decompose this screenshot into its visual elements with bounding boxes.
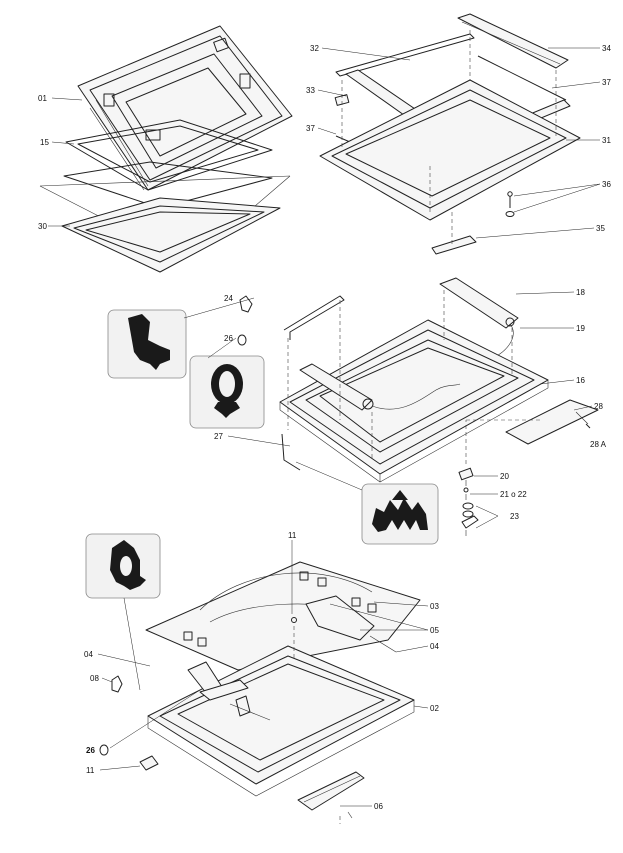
label-01: 01	[38, 94, 47, 103]
upper-right-assembly	[319, 13, 581, 255]
part-34-rail	[457, 13, 569, 69]
label-34: 34	[602, 44, 611, 53]
upper-left-assembly	[39, 25, 293, 273]
part-32-bar	[335, 33, 475, 77]
part-labels: 01 15 30 32 34 33 37 37 31 36 35 24 26 1…	[38, 44, 611, 811]
label-37-lower: 37	[306, 124, 315, 133]
label-15: 15	[40, 138, 49, 147]
seal-profile-box-lower	[85, 533, 161, 599]
part-27-gasket	[281, 295, 345, 471]
label-26-middle: 26	[224, 334, 233, 343]
label-16: 16	[576, 376, 585, 385]
label-32: 32	[310, 44, 319, 53]
label-23: 23	[510, 512, 519, 521]
seal-profile-box-24	[107, 309, 187, 379]
label-20: 20	[500, 472, 509, 481]
label-24: 24	[224, 294, 233, 303]
label-05: 05	[430, 626, 439, 635]
seal-profile-box-27	[361, 483, 439, 545]
label-19: 19	[576, 324, 585, 333]
label-11-bottom: 11	[86, 766, 95, 775]
label-26-lower: 26	[86, 746, 95, 755]
part-37-rod-top	[477, 55, 567, 101]
part-06-blind	[297, 771, 365, 819]
part-30-base-frame	[61, 197, 281, 273]
label-21-22: 21 o 22	[500, 490, 527, 499]
label-02: 02	[430, 704, 439, 713]
lower-assembly	[85, 533, 421, 824]
label-35: 35	[596, 224, 605, 233]
label-06: 06	[374, 802, 383, 811]
part-36-screws	[505, 191, 515, 217]
part-roller	[299, 363, 461, 411]
label-03: 03	[430, 602, 439, 611]
label-11-top: 11	[288, 531, 297, 540]
part-28-panel	[505, 399, 599, 445]
label-04-left: 04	[84, 650, 93, 659]
part-26-ring-lower	[99, 744, 109, 756]
hardware-20-23	[458, 467, 479, 536]
leader-lines	[48, 47, 601, 807]
label-33: 33	[306, 86, 315, 95]
label-36: 36	[602, 180, 611, 189]
label-28a: 28 A	[590, 440, 607, 449]
label-18: 18	[576, 288, 585, 297]
part-11-screw	[291, 617, 297, 623]
part-15-inner-frame	[65, 119, 273, 191]
part-08-clip	[111, 675, 123, 693]
label-28: 28	[594, 402, 603, 411]
part-31-frame	[319, 79, 581, 221]
label-31: 31	[602, 136, 611, 145]
label-27: 27	[214, 432, 223, 441]
label-37-upper: 37	[602, 78, 611, 87]
part-16-frame	[279, 319, 549, 483]
part-02-base	[147, 645, 415, 797]
part-26-ring	[237, 334, 247, 346]
middle-assembly	[107, 277, 599, 545]
part-01-dome-frame	[77, 25, 293, 191]
part-18-rail	[439, 277, 519, 329]
hinge-mechanism	[187, 661, 271, 721]
part-24-clip	[239, 295, 253, 313]
label-08: 08	[90, 674, 99, 683]
part-11-block	[139, 755, 159, 771]
part-05-arms	[305, 595, 397, 653]
seal-profile-box-26	[189, 355, 265, 429]
label-30: 30	[38, 222, 47, 231]
label-04-right: 04	[430, 642, 439, 651]
part-35-clip	[431, 235, 477, 255]
